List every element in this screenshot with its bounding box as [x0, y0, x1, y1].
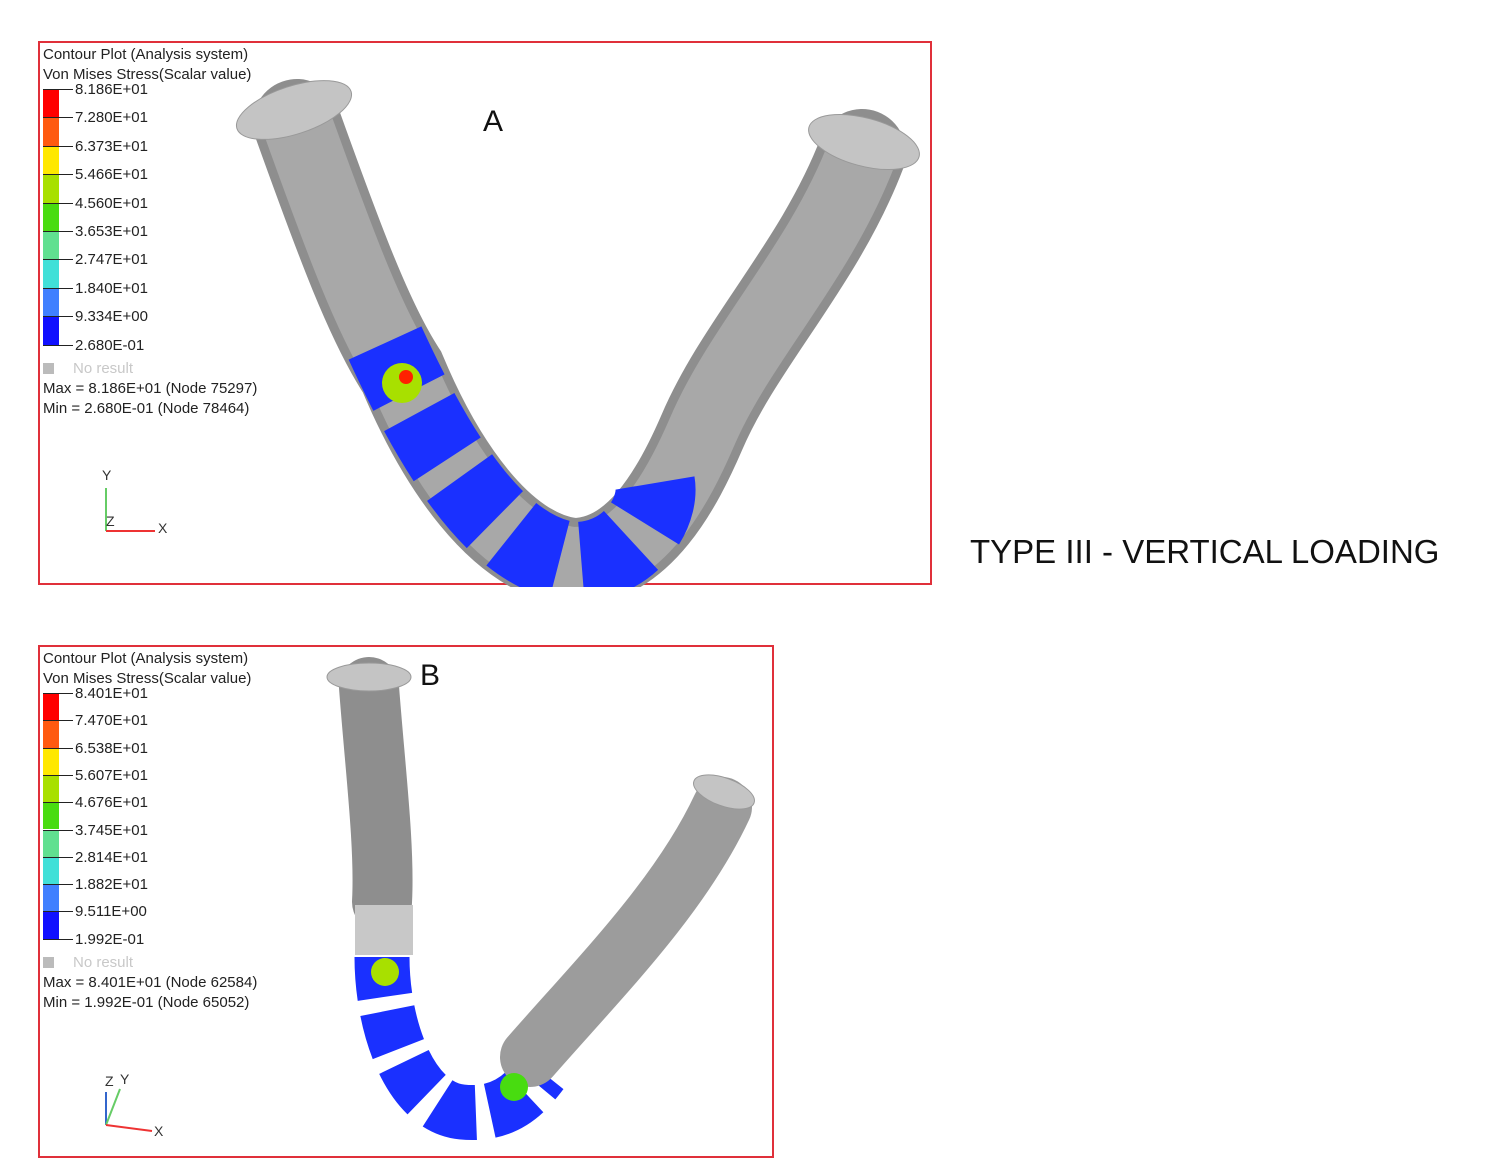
scale-tick: [43, 802, 73, 804]
scale-tick: [43, 856, 73, 858]
scale-tick: [43, 747, 73, 749]
color-band: [43, 884, 59, 912]
mandible-model-b: [105, 657, 755, 1141]
scale-label: 2.680E-01: [75, 336, 145, 354]
scale-label: 7.280E+01: [75, 109, 148, 127]
color-band: [43, 202, 59, 231]
color-band: [43, 316, 59, 345]
axis-y-label: Y: [102, 467, 112, 483]
scale-label: 9.511E+00: [75, 903, 147, 921]
contour-plot-panel-a: Y Z X A Contour Plot (Analysis system) Vo…: [38, 41, 932, 587]
no-result-swatch: [43, 362, 54, 374]
color-scale: 8.401E+01 7.470E+01 6.538E+01 5.607E+01 4.67…: [43, 686, 243, 948]
color-band: [43, 720, 59, 748]
color-scale: 8.186E+01 7.280E+01 6.373E+01 5.466E+01 4.56…: [43, 82, 243, 354]
color-band: [43, 287, 59, 317]
scale-label: 3.745E+01: [75, 821, 148, 839]
contour-plot-panel-b: Z Y X B Contour Plot (Analysis system) Vo…: [38, 645, 774, 1158]
legend: Contour Plot (Analysis system) Von Mises …: [43, 45, 257, 419]
min-value: Min = 2.680E-01 (Node 78464): [43, 399, 250, 417]
color-band: [43, 259, 59, 288]
scale-label: 1.992E-01: [75, 930, 145, 948]
scale-label: 2.747E+01: [75, 251, 148, 269]
max-value: Max = 8.401E+01 (Node 62584): [43, 973, 258, 991]
scale-tick: [43, 316, 73, 318]
color-band: [43, 829, 59, 857]
scale-tick: [43, 117, 73, 119]
plot-title: Contour Plot (Analysis system): [43, 46, 249, 63]
scale-label: 7.470E+01: [75, 712, 148, 730]
scale-tick: [43, 145, 73, 147]
scale-label: 6.373E+01: [75, 137, 148, 155]
plot-title: Contour Plot (Analysis system): [43, 650, 249, 667]
axis-z-label: Z: [106, 513, 115, 529]
max-value: Max = 8.186E+01 (Node 75297): [43, 379, 258, 397]
scale-label: 6.538E+01: [75, 739, 148, 757]
color-band: [43, 856, 59, 885]
scale-tick: [43, 202, 73, 204]
scale-label: 9.334E+00: [75, 308, 148, 326]
scale-label: 1.882E+01: [75, 876, 148, 894]
scale-tick: [43, 231, 73, 232]
legend: Contour Plot (Analysis system) Von Mises …: [43, 649, 257, 1013]
scale-label: 8.401E+01: [75, 685, 148, 702]
mandible-model-a: [105, 79, 920, 587]
scale-tick: [43, 884, 73, 886]
scale-tick: [43, 938, 73, 940]
axis-x-label: X: [154, 1123, 164, 1139]
panel-label: B: [420, 659, 441, 692]
color-band: [43, 89, 59, 118]
color-band: [43, 911, 59, 939]
scale-label: 4.560E+01: [75, 194, 148, 212]
color-band: [43, 693, 59, 721]
no-result-label: No result: [73, 953, 134, 971]
scale-label: 5.466E+01: [75, 166, 148, 184]
color-band: [43, 747, 59, 775]
panel-label: A: [483, 105, 504, 138]
scale-label: 1.840E+01: [75, 279, 148, 297]
scale-tick: [43, 174, 73, 176]
scale-tick: [43, 693, 73, 694]
scale-tick: [43, 259, 73, 261]
color-band: [43, 145, 59, 175]
axis-x-label: X: [158, 520, 168, 536]
scale-label: 5.607E+01: [75, 766, 148, 784]
scale-tick: [43, 720, 73, 722]
axis-z-label: Z: [105, 1073, 114, 1089]
no-result-label: No result: [73, 359, 134, 377]
scale-label: 8.186E+01: [75, 81, 148, 98]
scale-label: 4.676E+01: [75, 794, 148, 812]
min-value: Min = 1.992E-01 (Node 65052): [43, 993, 250, 1011]
figure-title: TYPE III - VERTICAL LOADING: [970, 533, 1440, 570]
quantity-label: Von Mises Stress(Scalar value): [43, 66, 252, 83]
scale-tick: [43, 911, 73, 913]
quantity-label: Von Mises Stress(Scalar value): [43, 670, 252, 687]
scale-label: 3.653E+01: [75, 223, 148, 240]
color-band: [43, 802, 59, 830]
scale-tick: [43, 287, 73, 289]
color-band: [43, 117, 59, 146]
color-band: [43, 774, 59, 803]
scale-label: 2.814E+01: [75, 848, 148, 866]
color-band: [43, 174, 59, 203]
scale-tick: [43, 344, 73, 346]
no-result-swatch: [43, 956, 54, 968]
axis-y-label: Y: [120, 1071, 130, 1087]
color-band: [43, 231, 59, 260]
scale-tick: [43, 774, 73, 776]
scale-tick: [43, 829, 73, 831]
scale-tick: [43, 89, 73, 90]
